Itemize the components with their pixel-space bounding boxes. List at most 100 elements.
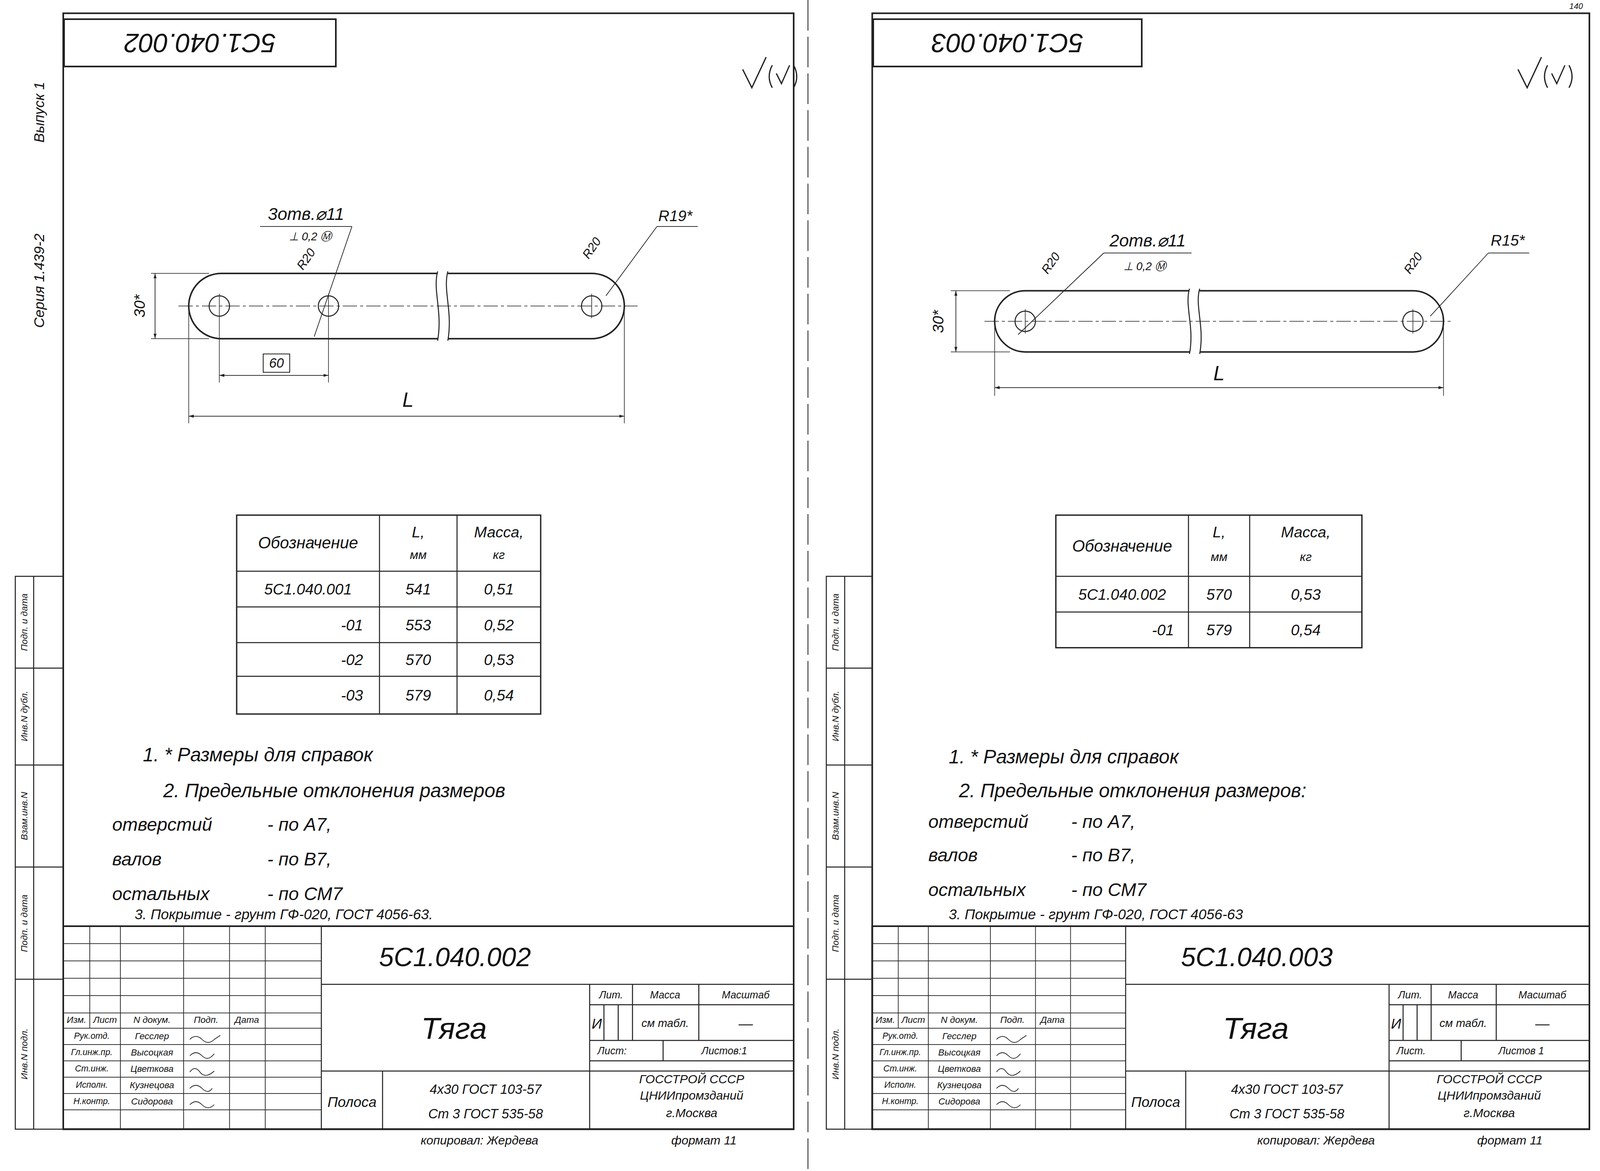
drawing-path	[154, 273, 156, 339]
drawing-text: мм	[409, 548, 427, 562]
drawing-text: мм	[1210, 550, 1228, 564]
drawing-text: Полоса	[327, 1094, 377, 1110]
drawing-text: Масса,	[1280, 524, 1331, 541]
drawing-text: Тяга	[1222, 1013, 1289, 1044]
drawing-text: —	[738, 1016, 753, 1031]
drawing-text: 3отв.⌀11	[268, 205, 345, 224]
drawing-text: Ст.инж.	[883, 1064, 918, 1074]
drawing-text: Масштаб	[1518, 989, 1567, 1000]
drawing-text: отверстий	[928, 812, 1029, 831]
drawing-path	[219, 293, 593, 319]
drawing-text: Взам.инв.N	[19, 792, 30, 841]
stamp-box: 5С1.040.003	[872, 18, 1143, 68]
drawing-path	[955, 290, 957, 353]
drawing-text: ГОССТРОЙ СССР	[1436, 1073, 1542, 1086]
drawing-path	[994, 387, 1444, 389]
drawing-text: Исполн.	[75, 1080, 108, 1090]
drawing-text: 5С1.040.001	[264, 581, 353, 598]
drawing-text: R20	[294, 246, 318, 272]
drawing-text: R20	[1401, 250, 1425, 276]
drawing-text: ЦНИИпромзданий	[1437, 1089, 1541, 1102]
drawing-text: Изм.	[875, 1015, 895, 1026]
drawing-text: Цветкова	[130, 1064, 174, 1075]
drawing-text: 3. Покрытие - грунт ГФ-020, ГОСТ 4056-63…	[134, 907, 433, 922]
drawing-text: Лист:	[597, 1045, 627, 1057]
drawing-path	[605, 226, 698, 296]
drawing-text: 140	[1569, 2, 1583, 11]
drawing-number: 5С1.040.002	[124, 29, 276, 57]
drawing-path	[1025, 309, 1414, 334]
drawing-g	[15, 0, 1590, 1171]
drawing-text: см табл.	[641, 1017, 689, 1030]
drawing-text: Рук.отд.	[73, 1031, 110, 1041]
drawing-text: Выпуск 1	[31, 81, 47, 143]
drawing-text: формат 11	[1477, 1134, 1543, 1147]
drawing-text: Масса	[1448, 989, 1479, 1000]
drawing-text: 4х30 ГОСТ 103-57	[1231, 1082, 1343, 1097]
drawing-text: Листов 1	[1498, 1045, 1545, 1057]
drawing-text: остальных	[112, 884, 210, 904]
drawing-text: Тяга	[421, 1013, 487, 1044]
drawing-text: ⊥ 0,2 Ⓜ	[288, 230, 332, 243]
drawing-text: ГОССТРОЙ СССР	[639, 1073, 744, 1086]
drawing-path	[950, 290, 1010, 353]
drawing-text: - по В7,	[267, 849, 332, 869]
drawing-text: 5С1.040.003	[1180, 943, 1333, 971]
drawing-text: 579	[405, 687, 432, 704]
drawing-text: И	[591, 1016, 602, 1031]
drawing-text: Масса,	[474, 524, 524, 541]
drawing-text: 541	[405, 581, 432, 598]
drawing-text: Лист	[93, 1015, 118, 1026]
drawing-text: - по А7,	[267, 815, 332, 834]
drawing-text: 5С1.040.002	[1078, 587, 1167, 603]
drawing-text: Гесслер	[942, 1031, 977, 1042]
drawing-text: 0,53	[483, 652, 514, 668]
drawing-rect	[236, 515, 541, 715]
drawing-rect	[63, 13, 794, 1130]
drawing-path	[994, 326, 1444, 396]
drawing-text: Сидорова	[130, 1097, 174, 1107]
drawing-path	[150, 273, 210, 339]
drawing-text: Кузнецова	[129, 1080, 175, 1091]
drawing-text: Подп.	[193, 1015, 219, 1026]
drawing-path	[260, 226, 353, 337]
drawing-text: Подп.	[1000, 1015, 1025, 1026]
drawing-text: - по СМ7	[267, 884, 343, 904]
drawing-text: Взам.инв.N	[830, 792, 841, 841]
drawing-text: Высоцкая	[130, 1048, 174, 1058]
drawing-text: L,	[1212, 524, 1226, 541]
drawing-rect	[826, 576, 873, 1130]
drawing-use	[872, 926, 1590, 1130]
drawing-text: -03	[340, 687, 363, 704]
drawing-text: —	[1535, 1016, 1550, 1031]
drawing-text: L,	[411, 524, 425, 541]
drawing-text: Изм.	[66, 1015, 87, 1026]
drawing-path	[1056, 515, 1363, 648]
drawing-text: Гл.инж.пр.	[71, 1048, 113, 1057]
drawing-path	[15, 576, 64, 1130]
drawing-text: N докум.	[133, 1015, 171, 1026]
drawing-path	[236, 515, 541, 715]
drawing-text: Н.контр.	[881, 1097, 919, 1106]
drawing-text: ЦНИИпромзданий	[639, 1089, 744, 1102]
drawing-text: 5С1.040.002	[379, 943, 531, 971]
drawing-text: г.Москва	[665, 1107, 718, 1120]
drawing-text: 2. Предельные отклонения размеров	[163, 781, 506, 801]
drawing-text: Ст.инж.	[75, 1064, 109, 1074]
drawing-rect	[1056, 515, 1363, 648]
drawing-rect	[872, 13, 1590, 1130]
drawing-text: Масса	[650, 989, 681, 1000]
drawing-text: Масштаб	[721, 989, 770, 1000]
drawing-text: -02	[340, 652, 363, 668]
drawing-text: остальных	[928, 880, 1026, 899]
drawing-path	[1517, 57, 1573, 88]
drawing-text: 2. Предельные отклонения размеров:	[958, 781, 1307, 801]
drawing-path	[1430, 252, 1530, 317]
drawing-text: Цветкова	[937, 1064, 981, 1075]
drawing-text: Инв.N дубл.	[19, 690, 30, 742]
drawing-text: Гл.инж.пр.	[879, 1048, 921, 1057]
drawing-text: г.Москва	[1463, 1107, 1516, 1120]
drawing-text: R20	[580, 235, 604, 261]
drawing-text: Подп. и дата	[830, 593, 841, 652]
drawing-path	[826, 576, 873, 1130]
